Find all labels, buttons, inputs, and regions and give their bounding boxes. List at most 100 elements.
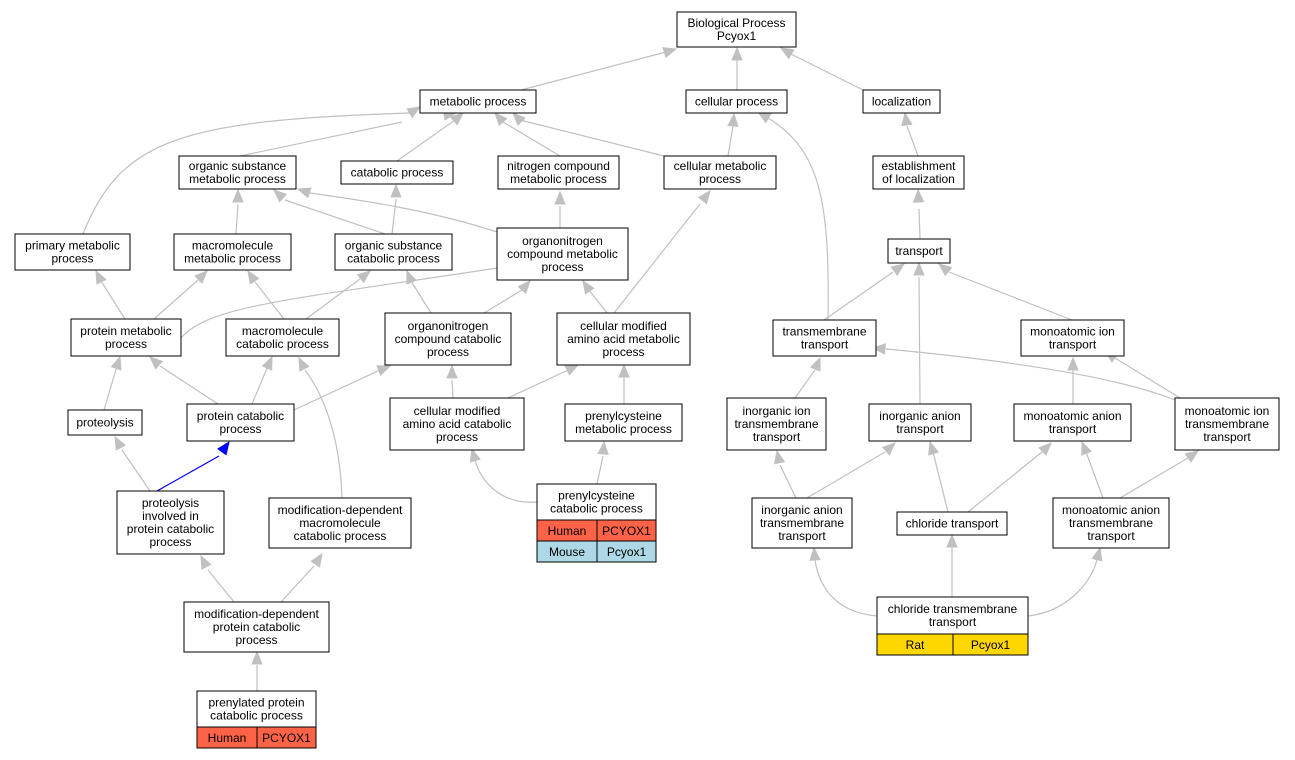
edge-line [767, 117, 829, 321]
node-label: cellular process [695, 95, 778, 109]
species-name: Rat [906, 638, 925, 652]
node-box [116, 490, 225, 555]
edge-line [207, 569, 235, 603]
node-box [896, 511, 1008, 536]
node-label: metabolic process [430, 95, 527, 109]
go-term-node[interactable]: modification-dependentmacromoleculecatab… [268, 497, 412, 549]
go-term-node[interactable]: transport [887, 238, 951, 264]
node-label: metabolic process [510, 172, 607, 186]
node-label: metabolic process [189, 172, 286, 186]
go-term-node[interactable]: localization [862, 89, 941, 114]
edge-arrowhead [871, 343, 886, 355]
node-label: Biological Process [687, 16, 785, 30]
edge-line [284, 199, 386, 235]
node-label: localization [872, 95, 931, 109]
edge-line [159, 365, 219, 405]
node-label: process [427, 345, 469, 359]
node-label: metabolic process [184, 252, 281, 266]
node-label: organic substance [189, 159, 287, 173]
node-box [536, 483, 657, 521]
edge-arrowhead [1038, 442, 1052, 456]
edge-line [823, 271, 894, 321]
edge-line [251, 365, 269, 405]
go-term-node[interactable]: catabolic process [340, 160, 454, 185]
edge-arrowhead [809, 546, 821, 561]
node-label: cellular modified [414, 404, 501, 418]
node-label: monoatomic ion [1030, 325, 1115, 339]
edge-arrowhead [928, 440, 940, 456]
edge-line [814, 559, 878, 617]
species-name: Human [208, 731, 247, 745]
node-label: process [602, 345, 644, 359]
edge-line [396, 119, 456, 162]
node-box [334, 233, 453, 271]
edge-arrowhead [881, 442, 896, 456]
node-label: involved in [142, 509, 199, 523]
edge-arrowhead [149, 356, 164, 370]
go-term-node[interactable]: cellular process [685, 89, 788, 114]
node-box [225, 318, 340, 357]
edge-line [153, 279, 199, 320]
go-term-node[interactable]: metabolic process [419, 89, 537, 114]
edge-arrowhead [1067, 356, 1079, 371]
node-label: process [105, 337, 147, 351]
node-box [384, 312, 512, 366]
node-box [496, 227, 629, 281]
node-box [751, 497, 853, 549]
node-box [1174, 397, 1280, 451]
edge-arrowhead [731, 46, 743, 61]
edge-arrowhead [890, 263, 906, 277]
edge-arrowhead [194, 270, 208, 284]
edge-line [121, 449, 151, 492]
node-label: prenylated protein [208, 696, 304, 710]
edge-arrowhead [512, 112, 526, 126]
edge-arrowhead [564, 364, 580, 376]
edge-arrowhead [727, 112, 739, 127]
edge-arrowhead [310, 552, 323, 568]
edge-line [1085, 451, 1104, 499]
node-label: transport [896, 422, 944, 436]
edge-arrowhead [95, 269, 107, 285]
node-box [772, 319, 877, 357]
gene-symbol: Pcyox1 [971, 638, 1011, 652]
go-term-node[interactable]: chloride transport [896, 511, 1008, 536]
node-label: transmembrane [782, 325, 866, 339]
edge-arrowhead [114, 435, 126, 451]
node-label: protein catabolic [197, 409, 284, 423]
node-box [556, 312, 691, 366]
go-term-node[interactable]: proteolysis [67, 409, 143, 436]
edge-arrowhead [554, 190, 566, 205]
node-box [663, 155, 777, 190]
edge-arrowhead [913, 261, 925, 276]
node-label: modification-dependent [194, 607, 319, 621]
